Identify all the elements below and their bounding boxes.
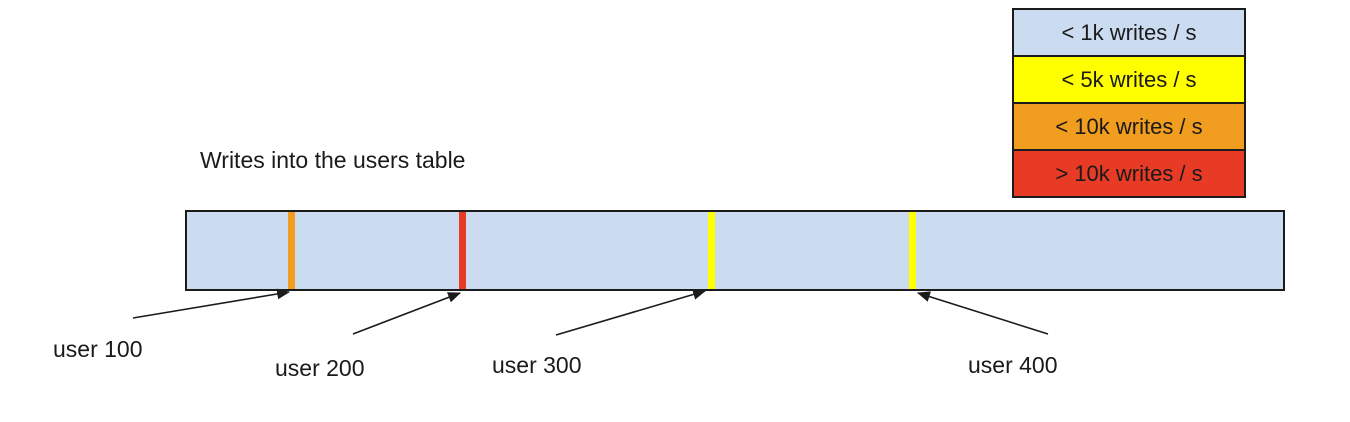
legend-item-3: > 10k writes / s [1012, 149, 1246, 198]
label-user-400: user 400 [968, 352, 1058, 378]
legend-item-0: < 1k writes / s [1012, 8, 1246, 57]
marker-user-200 [458, 212, 466, 289]
legend: < 1k writes / s< 5k writes / s< 10k writ… [1012, 8, 1246, 198]
label-user-100: user 100 [53, 336, 143, 362]
legend-item-1: < 5k writes / s [1012, 55, 1246, 104]
marker-user-100 [287, 212, 295, 289]
arrow-user-100 [132, 288, 291, 319]
marker-user-300 [707, 212, 715, 289]
arrow-user-400 [916, 291, 1049, 335]
legend-item-2: < 10k writes / s [1012, 102, 1246, 151]
users-table-bar [185, 210, 1285, 291]
label-user-200: user 200 [275, 355, 365, 381]
diagram-title: Writes into the users table [200, 147, 466, 173]
arrow-user-200 [352, 292, 462, 335]
label-user-300: user 300 [492, 352, 582, 378]
marker-user-400 [908, 212, 916, 289]
arrow-user-300 [555, 289, 707, 336]
